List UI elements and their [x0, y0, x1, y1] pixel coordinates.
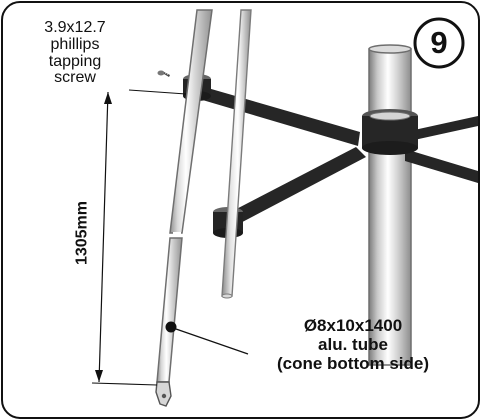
- dimension-label: 1305mm: [73, 200, 91, 266]
- screw-label-line-4: screw: [54, 69, 96, 87]
- dimension-line: [91, 89, 187, 386]
- tube-label-line-3: (cone bottom side): [276, 354, 430, 374]
- rear-thin-tube: [221, 9, 252, 299]
- screw-illustration: [157, 70, 170, 77]
- front-alu-tube: [155, 9, 213, 407]
- tube-label: Ø8x10x1400 alu. tube (cone bottom side): [245, 316, 461, 373]
- center-clamp: [362, 109, 418, 155]
- main-vertical-pole: [368, 44, 412, 366]
- tube-label-line-2: alu. tube: [318, 335, 388, 355]
- screw-label-line-2: phillips: [50, 35, 100, 53]
- tube-label-line-1: Ø8x10x1400: [303, 316, 403, 335]
- step-badge: [413, 17, 465, 69]
- screw-label-line-3: tapping: [48, 52, 102, 70]
- screw-label: 3.9x12.7 phillips tapping screw: [0, 19, 150, 87]
- bracket-arms: [187, 82, 478, 229]
- tube-callout: [165, 321, 249, 355]
- screw-label-line-1: 3.9x12.7: [44, 19, 106, 36]
- step-number: 9: [430, 25, 448, 60]
